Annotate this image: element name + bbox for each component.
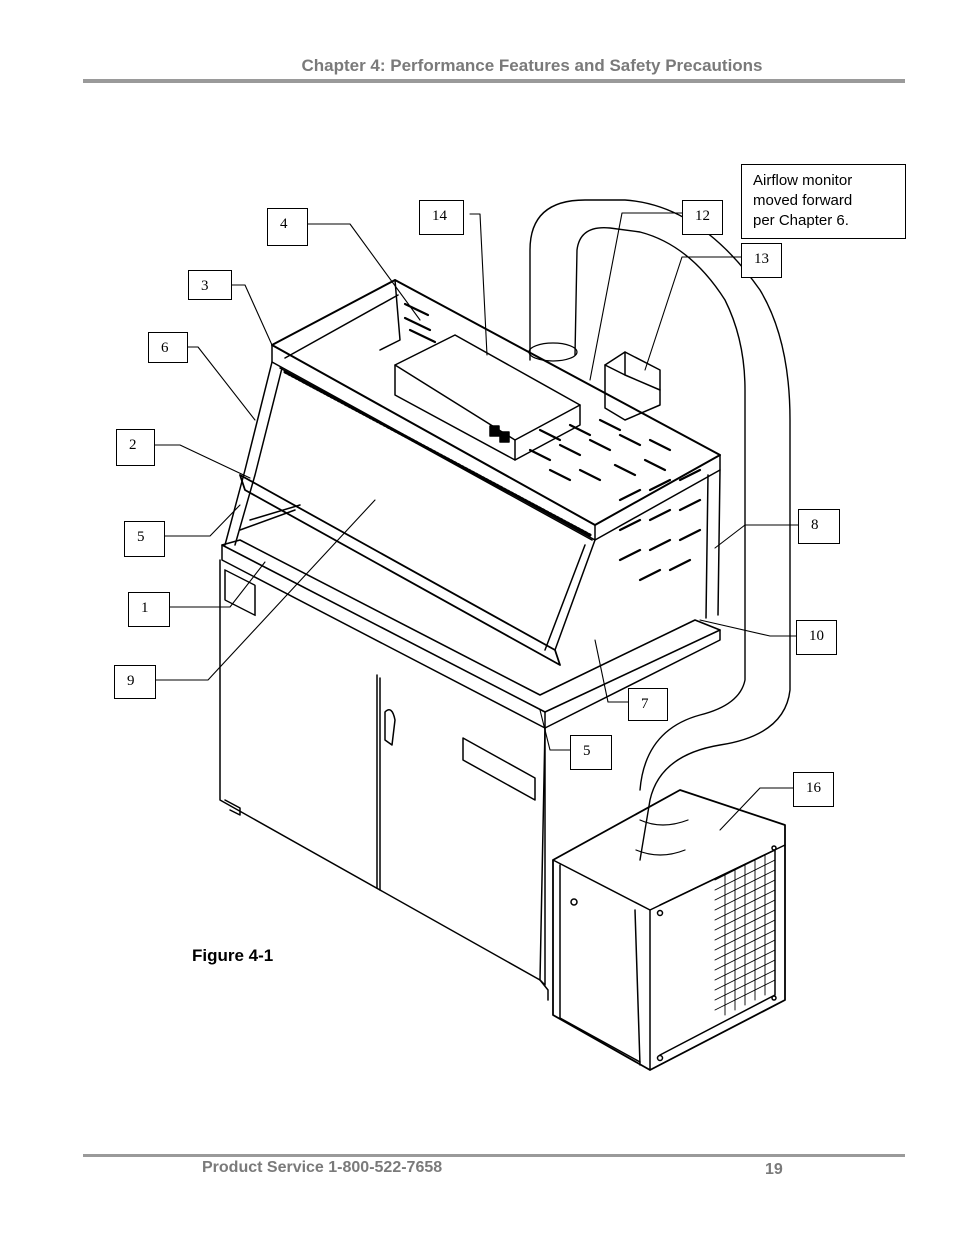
footer-rule [83,1154,905,1157]
header-rule [83,79,905,83]
front-sash [239,474,561,666]
callout-box: 5 [124,521,165,557]
airflow-monitor-note: Airflow monitor moved forward per Chapte… [741,164,906,239]
work-surface [221,539,721,713]
callout-box: 10 [796,620,837,655]
note-line: Airflow monitor [753,172,853,189]
callout-box: 8 [798,509,840,544]
filter-housing [394,334,581,441]
callout-box: 7 [628,688,668,721]
callout-box: 14 [419,200,464,235]
callout-box: 1 [128,592,170,627]
callout-box: 12 [682,200,723,235]
page-header-title: Chapter 4: Performance Features and Safe… [301,56,763,75]
callout-box: 16 [793,772,834,807]
callout-box: 2 [116,429,155,466]
footer-service-text: Product Service 1-800-522-7658 [202,1159,443,1176]
note-line: moved forward [753,192,853,209]
figure-caption: Figure 4-1 [192,946,274,965]
cabinet-base [219,559,546,981]
duct-pipe [529,199,791,861]
callout-box: 6 [148,332,188,363]
callout-box: 9 [114,665,156,699]
callout-box: 3 [188,270,232,300]
blower-unit [552,789,786,1071]
page-number: 19 [765,1161,783,1178]
note-line: per Chapter 6. [753,212,849,229]
callout-box: 5 [570,735,612,770]
callout-box: 13 [741,243,782,278]
callout-box: 4 [267,208,308,246]
